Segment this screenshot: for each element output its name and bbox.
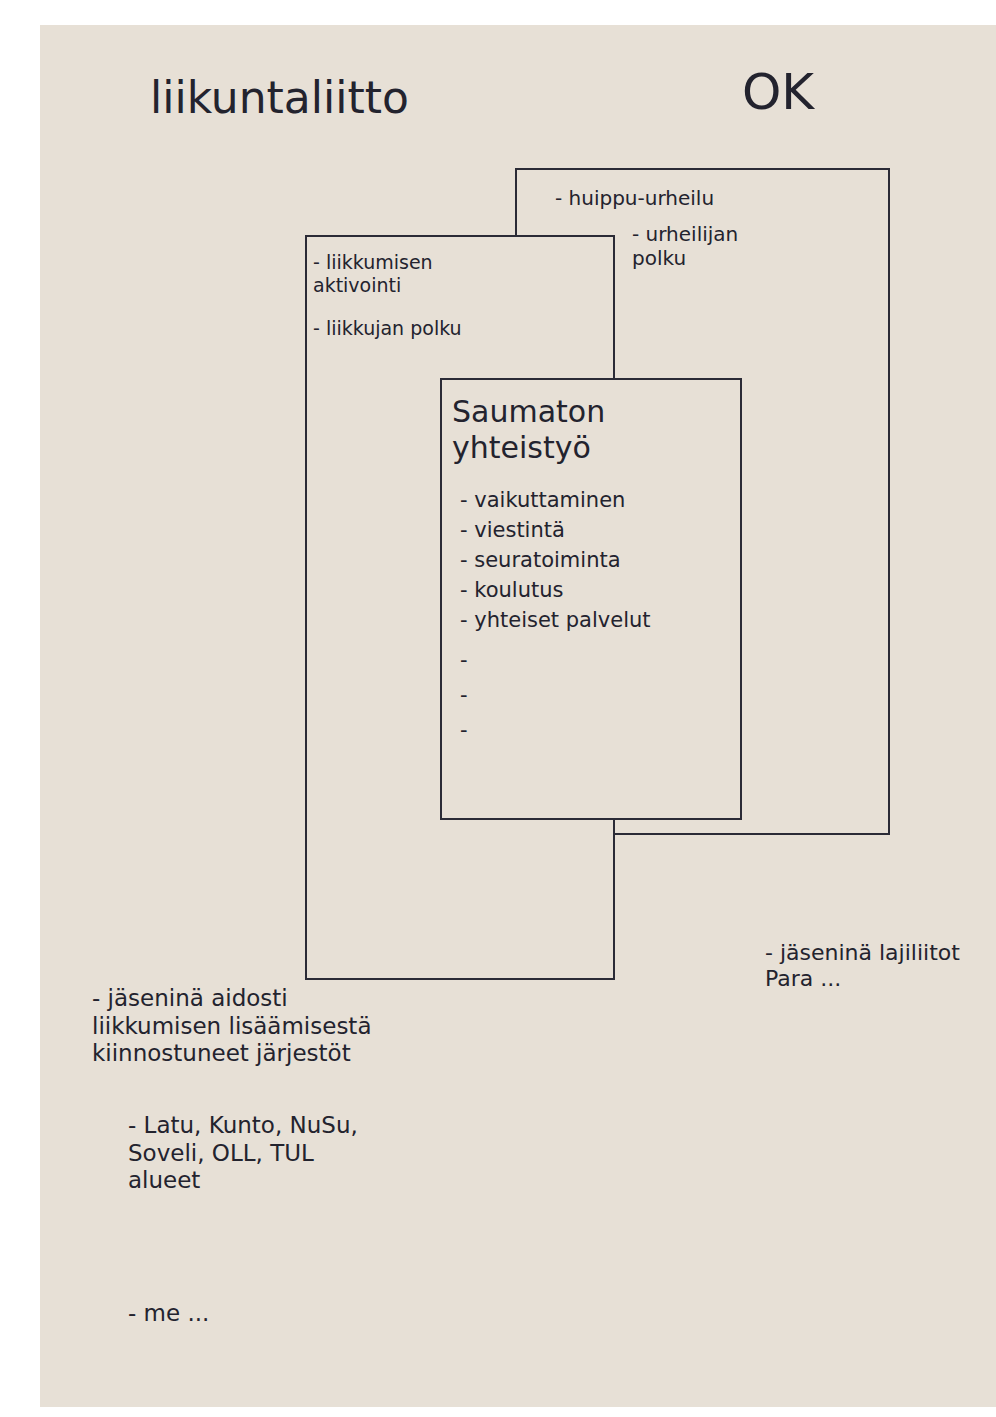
text-holder: -	[460, 648, 730, 673]
bullet-item: - liikkujan polku	[313, 317, 463, 340]
bullet-item: -	[460, 683, 730, 708]
text-holder: - seuratoiminta	[460, 548, 730, 573]
text-holder: - urheilijan polku	[632, 222, 772, 270]
text-holder: - liikkumisen aktivointi	[313, 251, 463, 297]
bullet-item: - urheilijan polku	[632, 222, 772, 270]
bullet-item: -	[460, 648, 730, 673]
note-text: - me ...	[128, 1300, 328, 1328]
text-holder: - Latu, Kunto, NuSu, Soveli, OLL, TUL al…	[128, 1112, 378, 1195]
text-holder: - liikkujan polku	[313, 317, 463, 340]
text-holder: - vaikuttaminen	[460, 488, 730, 513]
bullet-item: - liikkumisen aktivointi	[313, 251, 463, 297]
text-holder: - yhteiset palvelut	[460, 608, 730, 633]
text-holder: - jäseninä lajiliitot Para ...	[765, 940, 970, 993]
text-holder: - jäseninä aidosti liikkumisen lisäämise…	[92, 985, 412, 1068]
text-holder: - viestintä	[460, 518, 730, 543]
note-text: - Latu, Kunto, NuSu, Soveli, OLL, TUL al…	[128, 1112, 378, 1195]
text-holder: Saumaton yhteistyö	[452, 394, 682, 466]
bullet-item: - yhteiset palvelut	[460, 608, 730, 633]
text-holder: liikuntaliitto	[150, 72, 470, 125]
text-holder: OK	[742, 62, 862, 122]
bullet-item: -	[460, 718, 730, 743]
bullet-item: - viestintä	[460, 518, 730, 543]
bullet-item: - vaikuttaminen	[460, 488, 730, 513]
collaboration-box: Saumaton yhteistyö - vaikuttaminen - viest…	[440, 378, 742, 820]
title-label: liikuntaliitto	[150, 72, 470, 125]
heading-label: OK	[742, 62, 862, 122]
note-text: - jäseninä aidosti liikkumisen lisäämise…	[92, 985, 412, 1068]
bullet-item: - seuratoiminta	[460, 548, 730, 573]
bullet-item: - huippu-urheilu	[555, 186, 855, 210]
note-text: - jäseninä lajiliitot Para ...	[765, 940, 970, 993]
bullet-item: - koulutus	[460, 578, 730, 603]
text-holder: - koulutus	[460, 578, 730, 603]
text-holder: - me ...	[128, 1300, 328, 1328]
box-heading: Saumaton yhteistyö	[452, 394, 682, 466]
text-holder: -	[460, 683, 730, 708]
text-holder: -	[460, 718, 730, 743]
text-holder: - huippu-urheilu	[555, 186, 855, 210]
